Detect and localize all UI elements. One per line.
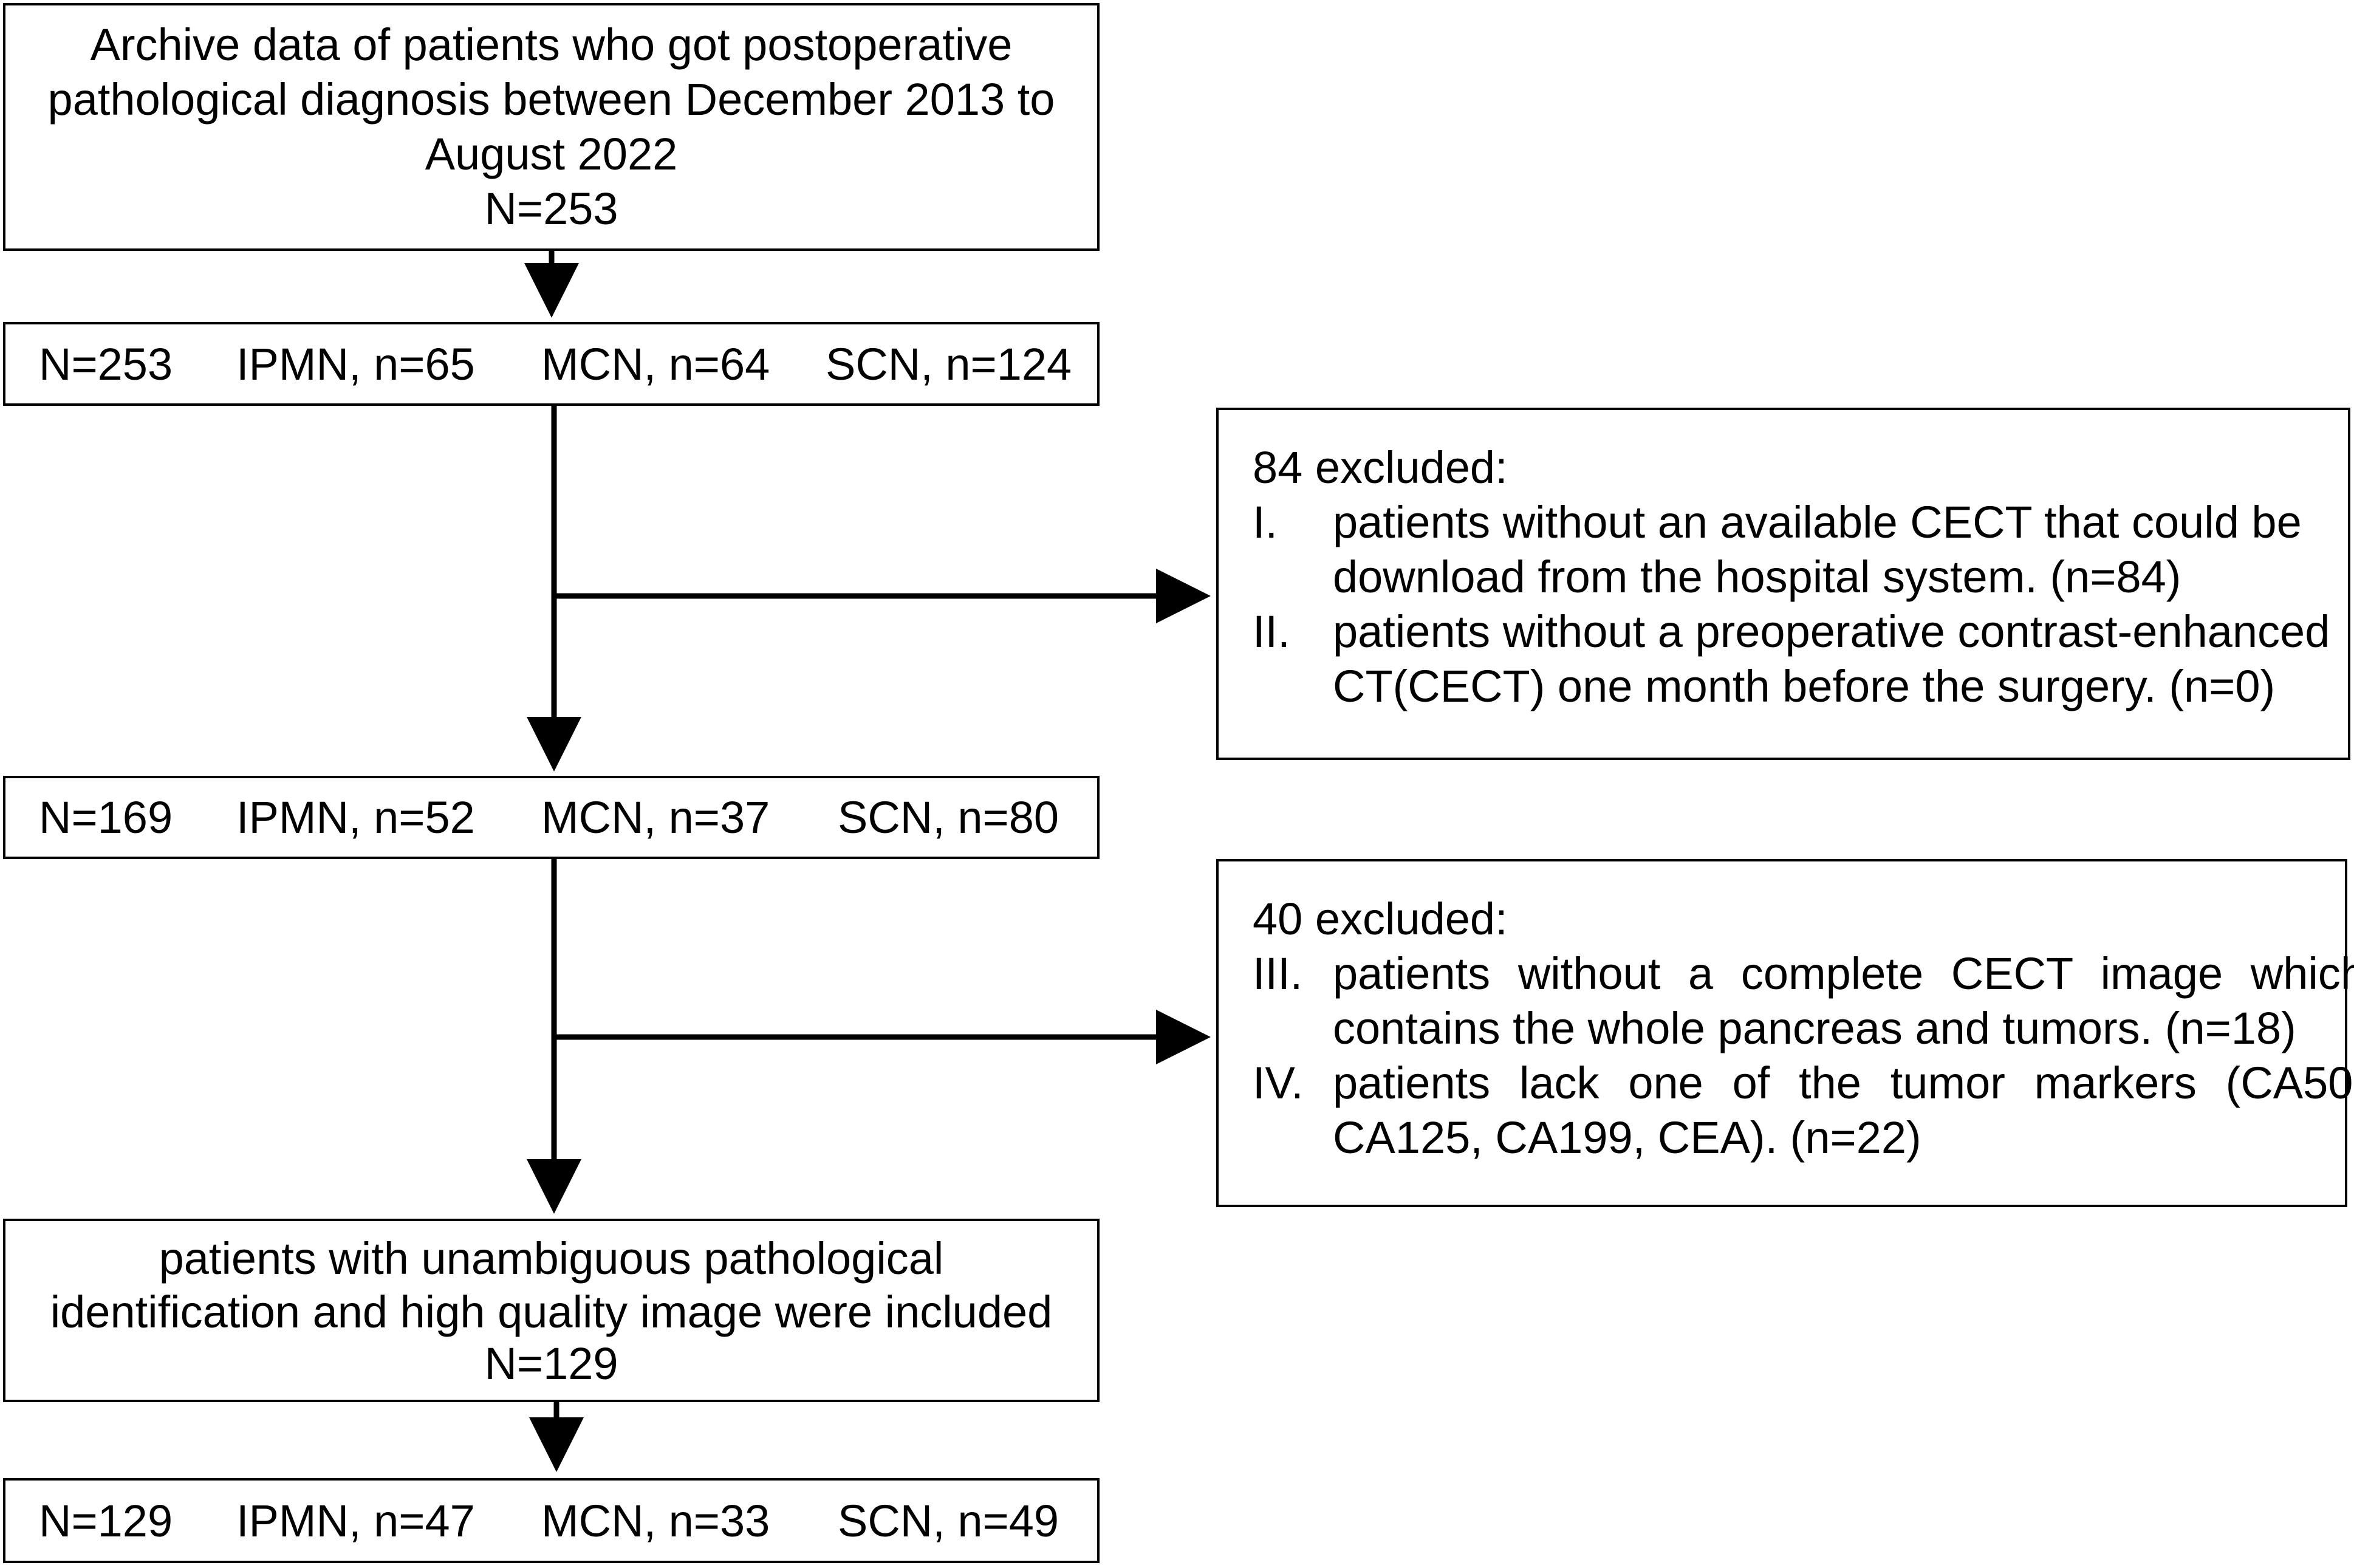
exclusion-title: 84 excluded: [1253, 442, 1508, 493]
exclusion-reason-line: CT(CECT) one month before the surgery. (… [1333, 661, 2276, 711]
exclusion-reason-line: patients lack one of the tumor markers (… [1333, 1058, 2354, 1108]
count-total: N=169 [39, 792, 173, 843]
archive-line-4: N=253 [484, 183, 618, 234]
archive-data-box: Archive data of patients who got postope… [3, 3, 1100, 251]
count-box-after-exclusion-1: N=169 IPMN, n=52 MCN, n=37 SCN, n=80 [3, 776, 1100, 859]
exclusion-box-1: 84 excluded: I. patients without an avai… [1216, 408, 2350, 760]
count-ipmn: IPMN, n=47 [236, 1495, 475, 1546]
exclusion-box-2: 40 excluded: III. patients without a com… [1216, 859, 2354, 1207]
exclusion-numeral: I. [1253, 497, 1278, 547]
count-total: N=129 [39, 1495, 173, 1546]
included-patients-box: patients with unambiguous pathological i… [3, 1219, 1100, 1402]
included-line-1: patients with unambiguous pathological [159, 1233, 944, 1284]
exclusion-numeral: III. [1253, 948, 1303, 999]
archive-line-1: Archive data of patients who got postope… [90, 19, 1013, 70]
included-line-2: identification and high quality image we… [50, 1287, 1053, 1337]
exclusion-reason-line: contains the whole pancreas and tumors. … [1333, 1003, 2296, 1053]
exclusion-reason-line: patients without a preoperative contrast… [1333, 606, 2330, 657]
count-scn: SCN, n=49 [838, 1495, 1059, 1546]
exclusion-reason-line: patients without an available CECT that … [1333, 497, 2302, 547]
count-ipmn: IPMN, n=52 [236, 792, 475, 843]
count-ipmn: IPMN, n=65 [236, 338, 475, 389]
count-box-initial: N=253 IPMN, n=65 MCN, n=64 SCN, n=124 [3, 322, 1100, 406]
count-mcn: MCN, n=37 [541, 792, 770, 843]
exclusion-reason-line: CA125, CA199, CEA). (n=22) [1333, 1112, 1921, 1163]
exclusion-numeral: IV. [1253, 1058, 1304, 1108]
exclusion-reason-line: patients without a complete CECT image w… [1333, 948, 2354, 999]
count-box-final: N=129 IPMN, n=47 MCN, n=33 SCN, n=49 [3, 1478, 1100, 1563]
count-mcn: MCN, n=64 [541, 338, 770, 389]
archive-line-3: August 2022 [425, 129, 678, 179]
exclusion-title: 40 excluded: [1253, 894, 1508, 944]
count-scn: SCN, n=80 [838, 792, 1059, 843]
archive-line-2: pathological diagnosis between December … [47, 74, 1055, 125]
count-mcn: MCN, n=33 [541, 1495, 770, 1546]
count-scn: SCN, n=124 [826, 338, 1072, 389]
exclusion-numeral: II. [1253, 606, 1290, 657]
count-total: N=253 [39, 338, 173, 389]
exclusion-reason-line: download from the hospital system. (n=84… [1333, 552, 2181, 602]
included-line-3: N=129 [484, 1338, 618, 1389]
